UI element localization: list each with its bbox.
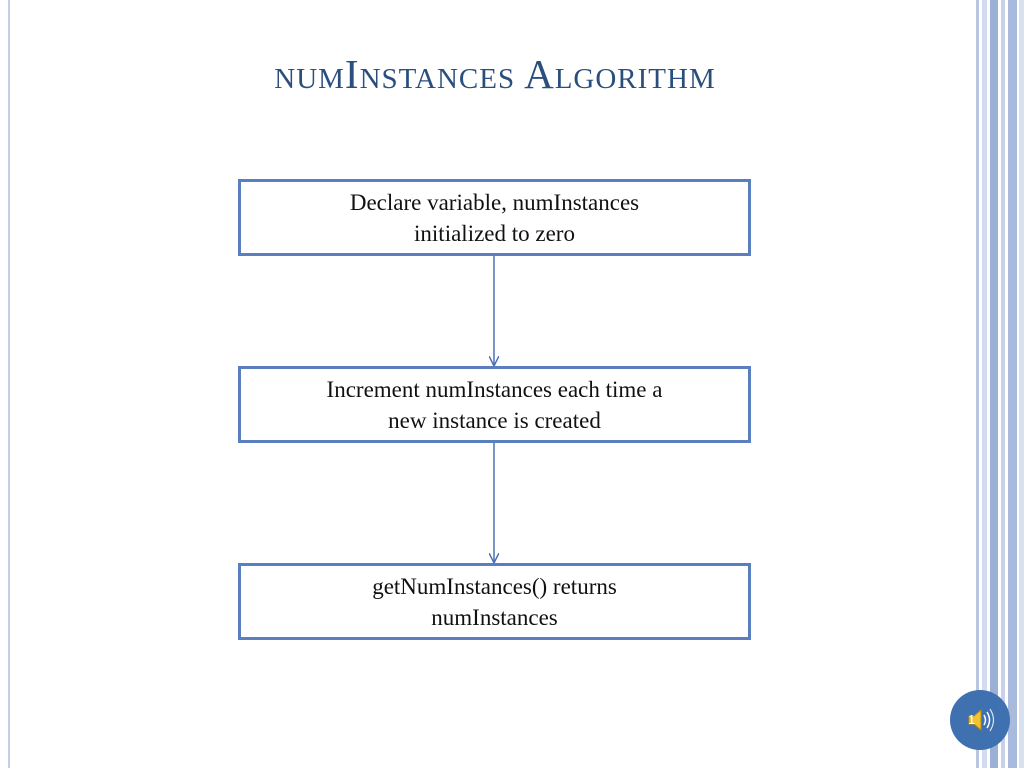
flow-step-3: getNumInstances() returns numInstances (238, 563, 751, 640)
flow-step-3-line-2: numInstances (431, 604, 558, 630)
flow-step-1-line-2: initialized to zero (414, 220, 575, 246)
flow-step-2: Increment numInstances each time a new i… (238, 366, 751, 443)
slide-title: numInstances Algorithm (274, 51, 716, 97)
speaker-icon (968, 708, 995, 732)
flow-step-1: Declare variable, numInstances initializ… (238, 179, 751, 256)
flow-step-3-line-1: getNumInstances() returns (372, 573, 617, 599)
left-frame-line (8, 0, 10, 768)
flow-step-2-line-2: new instance is created (388, 407, 601, 433)
audio-play-button[interactable] (950, 690, 1010, 750)
flow-step-2-line-1: Increment numInstances each time a (326, 376, 663, 402)
flow-step-1-line-1: Declare variable, numInstances (349, 189, 640, 215)
slide-number: 1 (968, 712, 976, 727)
right-decorative-stripes (976, 0, 1024, 768)
